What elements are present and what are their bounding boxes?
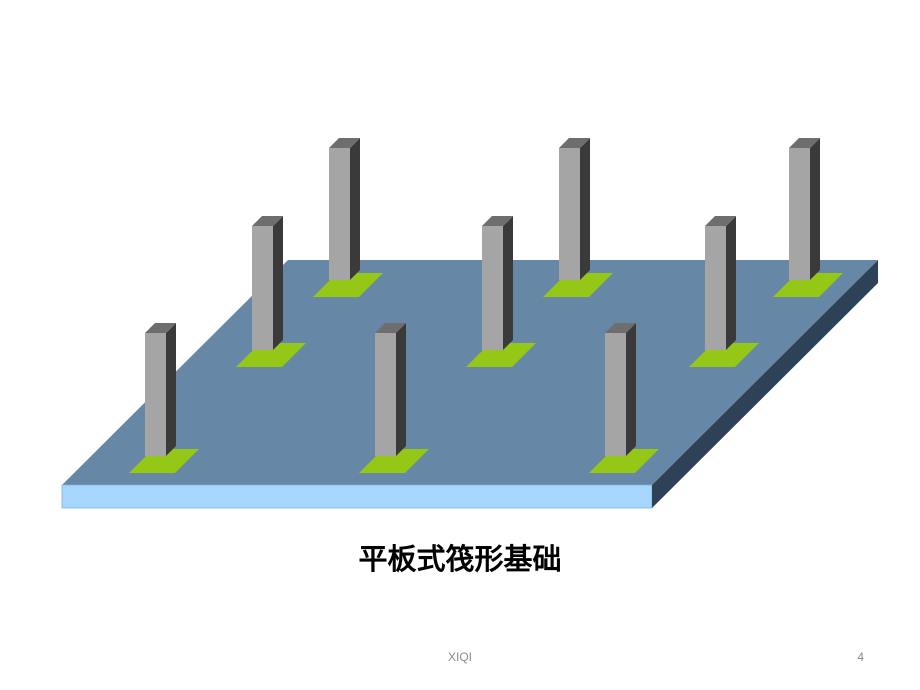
column-side-face	[273, 216, 283, 350]
column-front-face	[705, 226, 726, 350]
footer-text: XIQI	[447, 650, 472, 664]
column-top-face	[482, 216, 513, 226]
column-9	[589, 323, 659, 473]
slab-front-edge	[61, 484, 653, 509]
footing-pad	[589, 449, 659, 473]
column-side-face	[726, 216, 736, 350]
column-side-face	[580, 138, 590, 280]
slab-side-edge	[652, 260, 878, 508]
column-8	[359, 323, 429, 473]
column-1	[313, 138, 383, 297]
footing-pad	[313, 273, 383, 297]
column-front-face	[482, 226, 503, 350]
column-6	[689, 216, 759, 367]
column-side-face	[626, 323, 636, 456]
footing-pad	[466, 343, 536, 367]
column-top-face	[252, 216, 283, 226]
column-7	[129, 323, 199, 473]
footing-pad	[773, 273, 843, 297]
footing-pad	[689, 343, 759, 367]
diagram-caption: 平板式筏形基础	[358, 542, 562, 576]
column-2	[543, 138, 613, 297]
column-top-face	[789, 138, 820, 148]
columns-group	[129, 138, 843, 473]
column-top-face	[329, 138, 360, 148]
column-top-face	[705, 216, 736, 226]
column-4	[236, 216, 306, 367]
column-top-face	[559, 138, 590, 148]
column-side-face	[396, 323, 406, 456]
footing-pad	[236, 343, 306, 367]
column-front-face	[145, 333, 166, 456]
footing-pad	[359, 449, 429, 473]
column-5	[466, 216, 536, 367]
column-side-face	[503, 216, 513, 350]
column-side-face	[810, 138, 820, 280]
column-front-face	[605, 333, 626, 456]
footing-pad	[129, 449, 199, 473]
column-top-face	[375, 323, 406, 333]
column-top-face	[605, 323, 636, 333]
column-front-face	[789, 148, 810, 280]
column-side-face	[350, 138, 360, 280]
column-3	[773, 138, 843, 297]
column-side-face	[166, 323, 176, 456]
column-front-face	[559, 148, 580, 280]
column-top-face	[145, 323, 176, 333]
page-number: 4	[857, 650, 864, 664]
footing-pad	[543, 273, 613, 297]
column-front-face	[329, 148, 350, 280]
column-front-face	[252, 226, 273, 350]
column-front-face	[375, 333, 396, 456]
